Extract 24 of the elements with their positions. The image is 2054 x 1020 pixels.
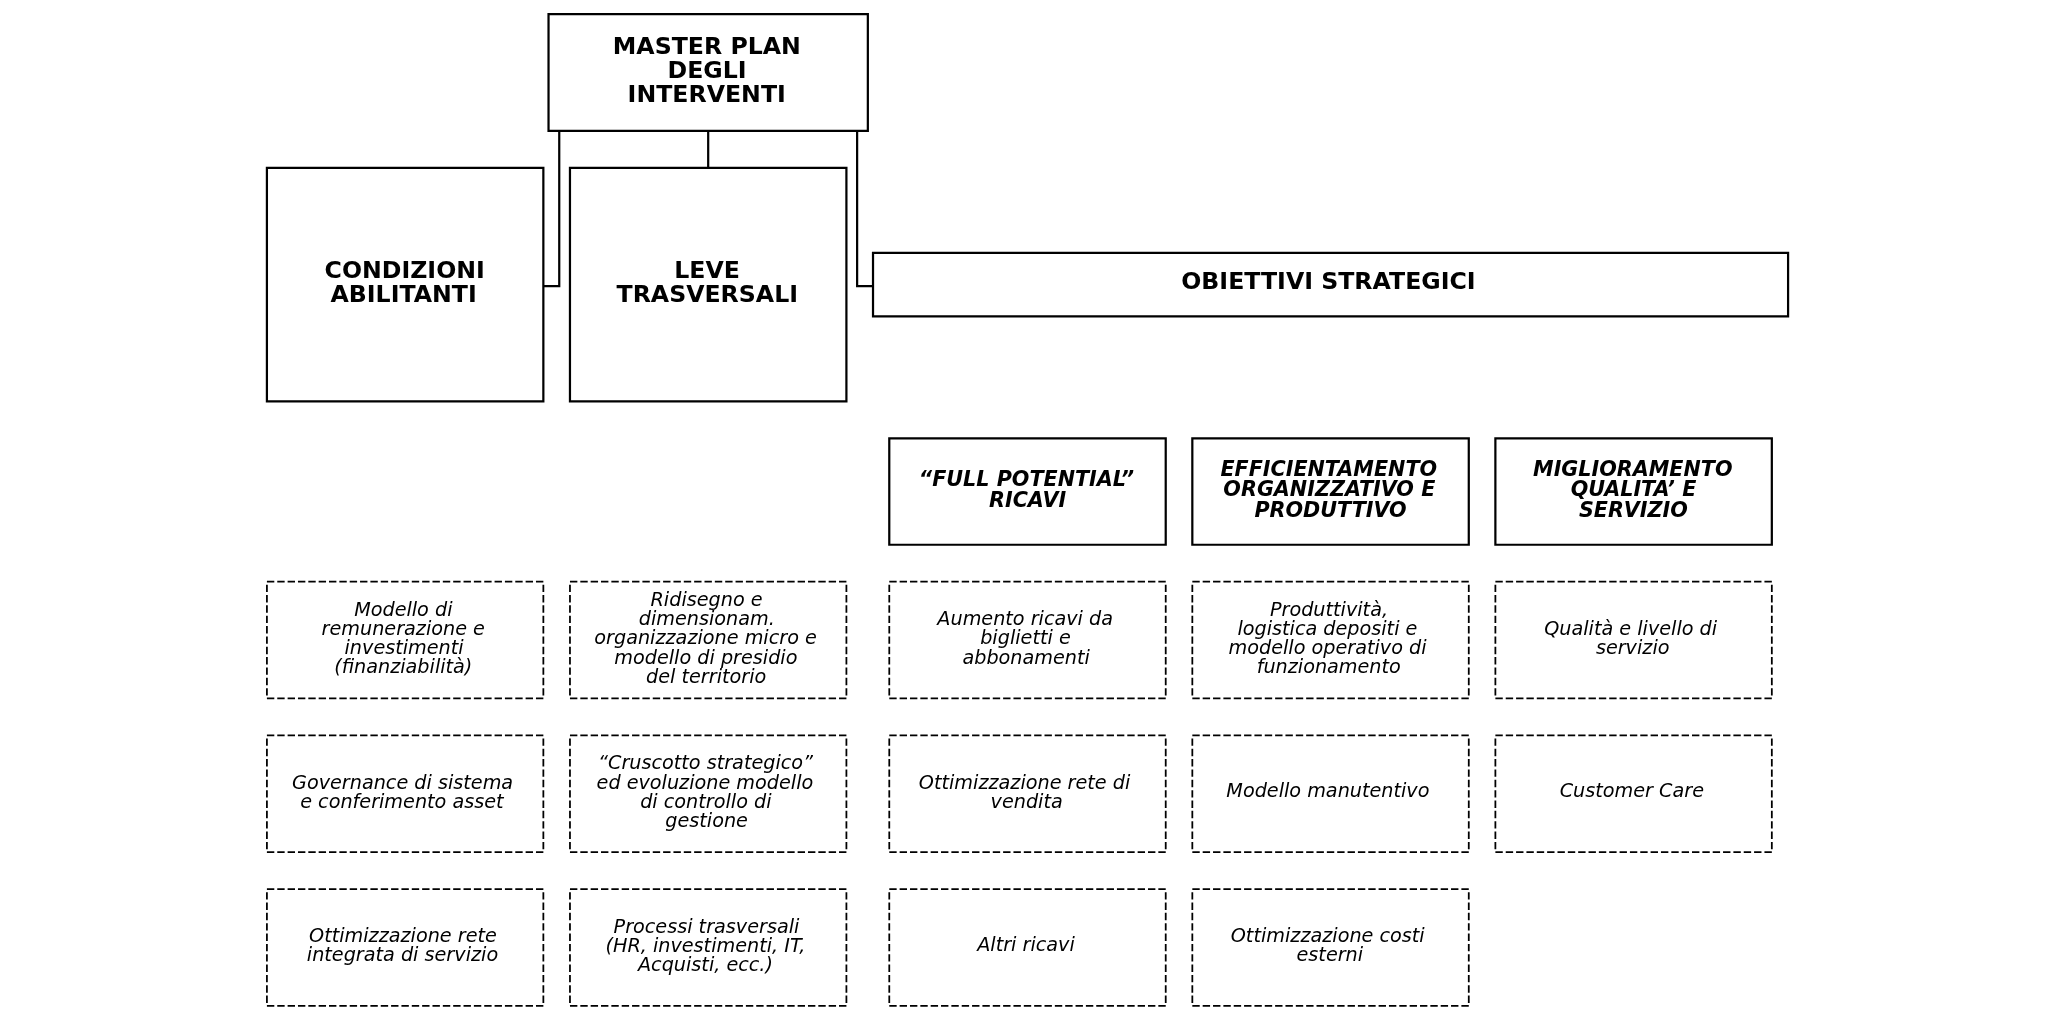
node-box: Ottimizzazione costi esterni [1190,888,1470,1007]
node-box: Ottimizzazione rete di vendita [887,734,1167,854]
node-box: CONDIZIONI ABILITANTI [265,166,544,403]
node-box: Ottimizzazione rete integrata di servizio [265,888,544,1007]
node-box: Ridisegno e dimensionam. organizzazione micro e modello di presidio del territorio [568,580,847,700]
connector [706,130,709,168]
node-box: OBIETTIVI STRATEGICI [871,251,1789,318]
node-box: Customer Care [1494,734,1773,854]
node-box: MASTER PLAN DEGLI INTERVENTI [546,12,869,132]
connector [543,131,560,288]
node-box: Altri ricavi [887,888,1167,1007]
node-box: MIGLIORAMENTO QUALITA’ E SERVIZIO [1493,437,1773,546]
node-box: “FULL POTENTIAL” RICAVI [887,437,1167,546]
node-box: LEVE TRASVERSALI [568,166,847,403]
node-box: “Cruscotto strategico” ed evoluzione modello di controllo di gestione [568,734,847,854]
node-box: Aumento ricavi da biglietti e abbonamenti [887,580,1167,700]
node-box: Governance di sistema e conferimento asset [265,734,544,854]
node-box: Produttività, logistica depositi e modello operativo di funzionamento [1190,580,1470,700]
node-box: Modello di remunerazione e investimenti (finanziabilità) [265,580,544,700]
node-box: Qualità e livello di servizio [1494,580,1773,700]
node-box: Modello manutentivo [1190,734,1470,854]
node-box: EFFICIENTAMENTO ORGANIZZATIVO E PRODUTTIVO [1190,437,1470,546]
node-box: Processi trasversali (HR, investimenti, IT, Acquisti, ecc.) [568,888,847,1007]
connector [855,131,873,288]
